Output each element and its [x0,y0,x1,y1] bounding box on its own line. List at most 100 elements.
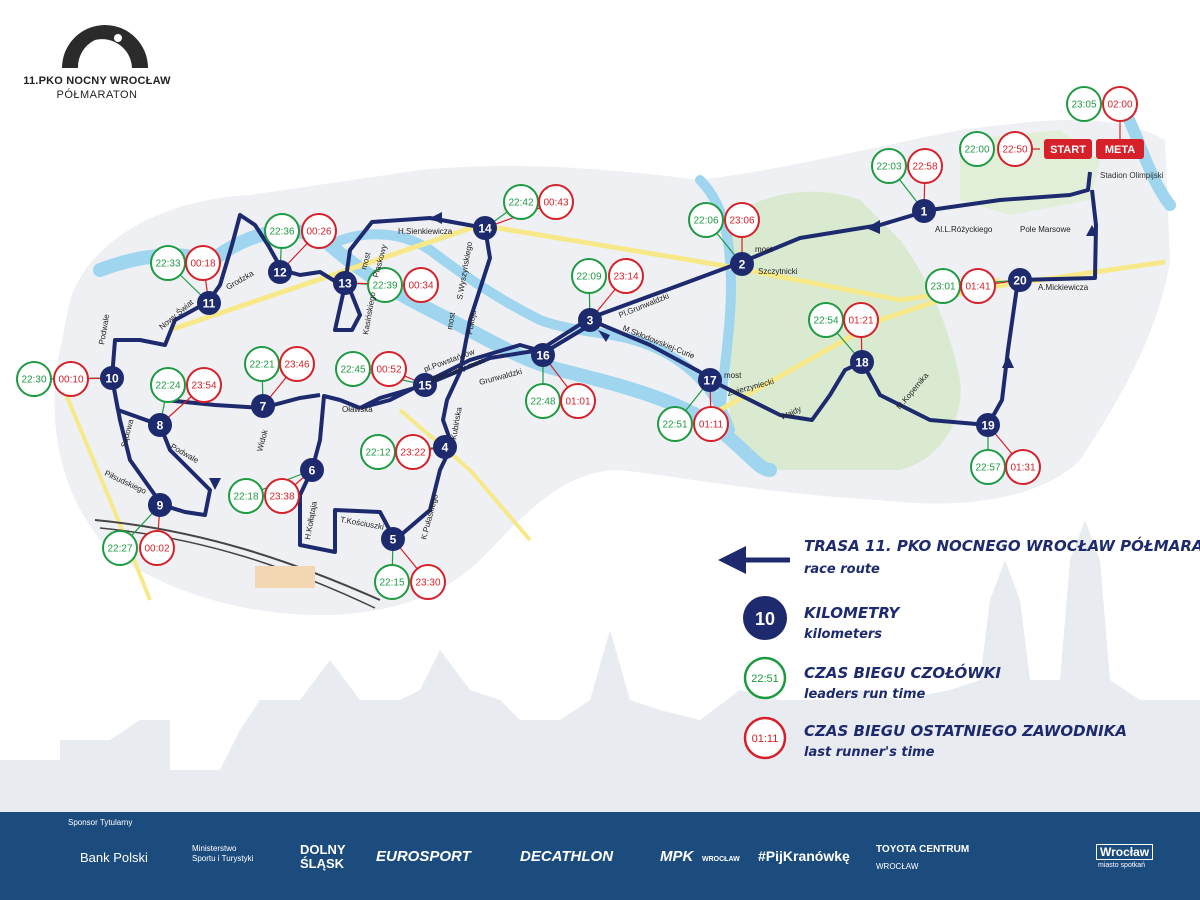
main-station [255,566,315,588]
last-time-bubble [371,351,407,387]
leader-time-bubble-text: 22:24 [155,381,180,392]
km-circle [148,493,172,517]
park-area [729,191,961,470]
start-finish: START META Stadion Olimpijski [1044,139,1164,180]
street-label: Szczytnicki [758,267,798,276]
km-circle [300,458,324,482]
leader-time-bubble [150,367,186,403]
km-number: 5 [390,533,397,547]
km-number: 16 [536,349,550,363]
km-number: 3 [587,314,594,328]
leader-time-bubble-text: 22:42 [508,198,533,209]
sponsor-slask: ŚLĄSK [300,856,345,871]
km-number: 14 [478,222,492,236]
legend-route-sub: race route [804,562,880,577]
legend-km-sub: kilometers [804,627,883,642]
km-circle [976,413,1000,437]
street-label: Pokoju [465,310,478,336]
leader-time-bubble [374,564,410,600]
legend-leader-sub: leaders run time [804,687,926,702]
finish-last-bubble [1102,86,1138,122]
last-time-bubble-text: 00:02 [144,544,169,555]
last-time-bubble [186,367,222,403]
leader-time-bubble-text: 22:06 [693,216,718,227]
sponsor-title: Sponsor Tytularny [68,818,133,827]
street-label: Oławska [342,405,373,414]
leader-time-bubble-text: 22:21 [249,360,274,371]
leader-time-bubble [367,267,403,303]
major-road-3 [398,408,532,542]
leader-time-bubble-text: 22:57 [975,463,1000,474]
last-time-bubble-text: 23:46 [284,360,309,371]
leader-time-bubble [16,361,52,397]
km-circle [531,343,555,367]
street-label: A.Mickiewicza [1038,283,1089,292]
km-circle [268,260,292,284]
event-logo [62,25,148,70]
route-arrow [1002,355,1014,368]
logo-arc-icon [62,25,148,68]
start-leader-bubble-text: 22:00 [964,145,989,156]
legend-route-arrowhead-icon [718,546,746,574]
leader-time-bubble-text: 22:18 [233,492,258,503]
last-time-bubble [279,346,315,382]
river-branch [325,229,735,435]
leader-time-bubble-text: 22:09 [576,272,601,283]
km-circle [381,527,405,551]
river-east [695,175,737,435]
leader-time-bubble-text: 23:01 [930,282,955,293]
km-number: 15 [418,379,432,393]
sponsor-decathlon: DECATHLON [520,848,614,865]
km-number: 13 [338,277,352,291]
km-number: 12 [273,266,287,280]
sponsor-ministry: Ministerstwo [192,844,237,853]
last-time-bubble-text: 23:30 [415,578,440,589]
street-label: most [755,245,773,254]
last-time-bubble [301,213,337,249]
km-number: 9 [157,499,164,513]
route-arrow [1086,225,1098,236]
km-number: 7 [260,400,267,414]
sponsor-mpk-city: WROCŁAW [702,856,740,863]
legend-km-title: KILOMETRY [804,604,900,622]
last-time-bubble [139,530,175,566]
km-marker-16: 22:48 01:01 16 [525,343,596,419]
leader-time-bubble-text: 22:51 [662,420,687,431]
last-time-bubble [403,267,439,303]
leader-time-bubble-text: 22:36 [269,227,294,238]
leader-time-bubble [264,213,300,249]
sponsor-eurosport: EUROSPORT [376,848,471,865]
last-time-bubble-text: 01:41 [965,282,990,293]
stadium-label: Stadion Olimpijski [1100,171,1164,180]
sponsor-toyota: TOYOTA CENTRUM [876,844,970,855]
last-time-bubble [1005,449,1041,485]
last-time-bubble-text: 00:10 [58,375,83,386]
last-time-bubble-text: 00:43 [543,198,568,209]
legend-km-icon [743,596,787,640]
last-time-bubble-text: 01:01 [565,397,590,408]
km-number: 1 [921,205,928,219]
legend-leader-sample: 22:51 [751,673,779,685]
leader-time-bubble-text: 22:33 [155,259,180,270]
km-circle [433,435,457,459]
leader-time-bubble-text: 22:12 [365,448,390,459]
race-route-west [110,213,492,554]
sponsor-footer [0,812,1200,900]
finish-last-bubble-text: 02:00 [1107,100,1132,111]
route-arrow [598,330,610,342]
event-title: 11.PKO NOCNY WROCŁAW [23,75,171,87]
leader-time-bubble-text: 22:48 [530,397,555,408]
last-time-bubble [843,302,879,338]
km-number: 19 [981,419,995,433]
leader-time-bubble [228,478,264,514]
